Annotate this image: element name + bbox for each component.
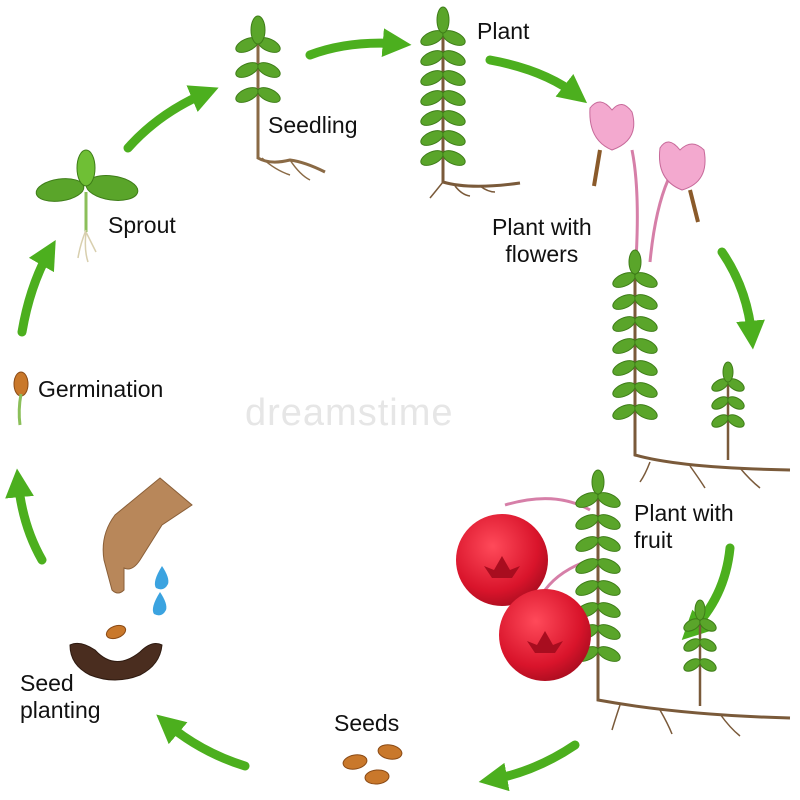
seed-icon <box>364 769 390 785</box>
arrow-planting-to-germination-a <box>156 714 250 771</box>
arrow-germination-to-sprout <box>17 239 56 337</box>
label-sprout: Sprout <box>108 212 176 238</box>
label-plant-with-flowers: Plant with flowers <box>492 214 592 267</box>
sprout-illustration <box>35 149 139 263</box>
watermark: dreamstime <box>245 392 454 434</box>
cycle-arrows <box>5 28 765 792</box>
arrow-seedling-to-plant <box>305 28 412 60</box>
label-plant: Plant <box>477 18 530 44</box>
arrow-seeds-to-planting <box>478 740 580 792</box>
arrow-sprout-to-seedling <box>123 85 219 153</box>
seed-icon <box>342 754 368 770</box>
flower-icon <box>658 141 706 223</box>
label-seed-planting: Seed planting <box>20 670 101 723</box>
label-seeds: Seeds <box>334 710 400 736</box>
arrow-flowers-to-fruit <box>717 247 765 350</box>
seed-planting-illustration <box>69 477 193 681</box>
arrow-planting-to-germination-b <box>5 468 47 565</box>
germination-illustration <box>13 371 29 426</box>
seed-icon <box>105 624 127 640</box>
flower-icon <box>589 101 635 187</box>
soil-icon <box>69 642 163 681</box>
seeds-illustration <box>342 744 403 785</box>
water-drop-icon <box>154 566 169 590</box>
label-plant-with-fruit: Plant with fruit <box>634 500 734 553</box>
plant-with-flowers-illustration <box>589 101 791 489</box>
seed-icon <box>377 744 403 760</box>
water-drop-icon <box>152 592 167 616</box>
seedling-illustration <box>233 15 326 181</box>
hand-icon <box>102 477 193 594</box>
plant-with-fruit-illustration <box>456 469 791 737</box>
plant-illustration <box>418 6 521 199</box>
label-seedling: Seedling <box>268 112 358 138</box>
cranberry-icon <box>456 514 548 606</box>
arrow-plant-to-flowers <box>485 55 588 104</box>
label-germination: Germination <box>38 376 164 402</box>
cranberry-icon <box>499 589 591 681</box>
